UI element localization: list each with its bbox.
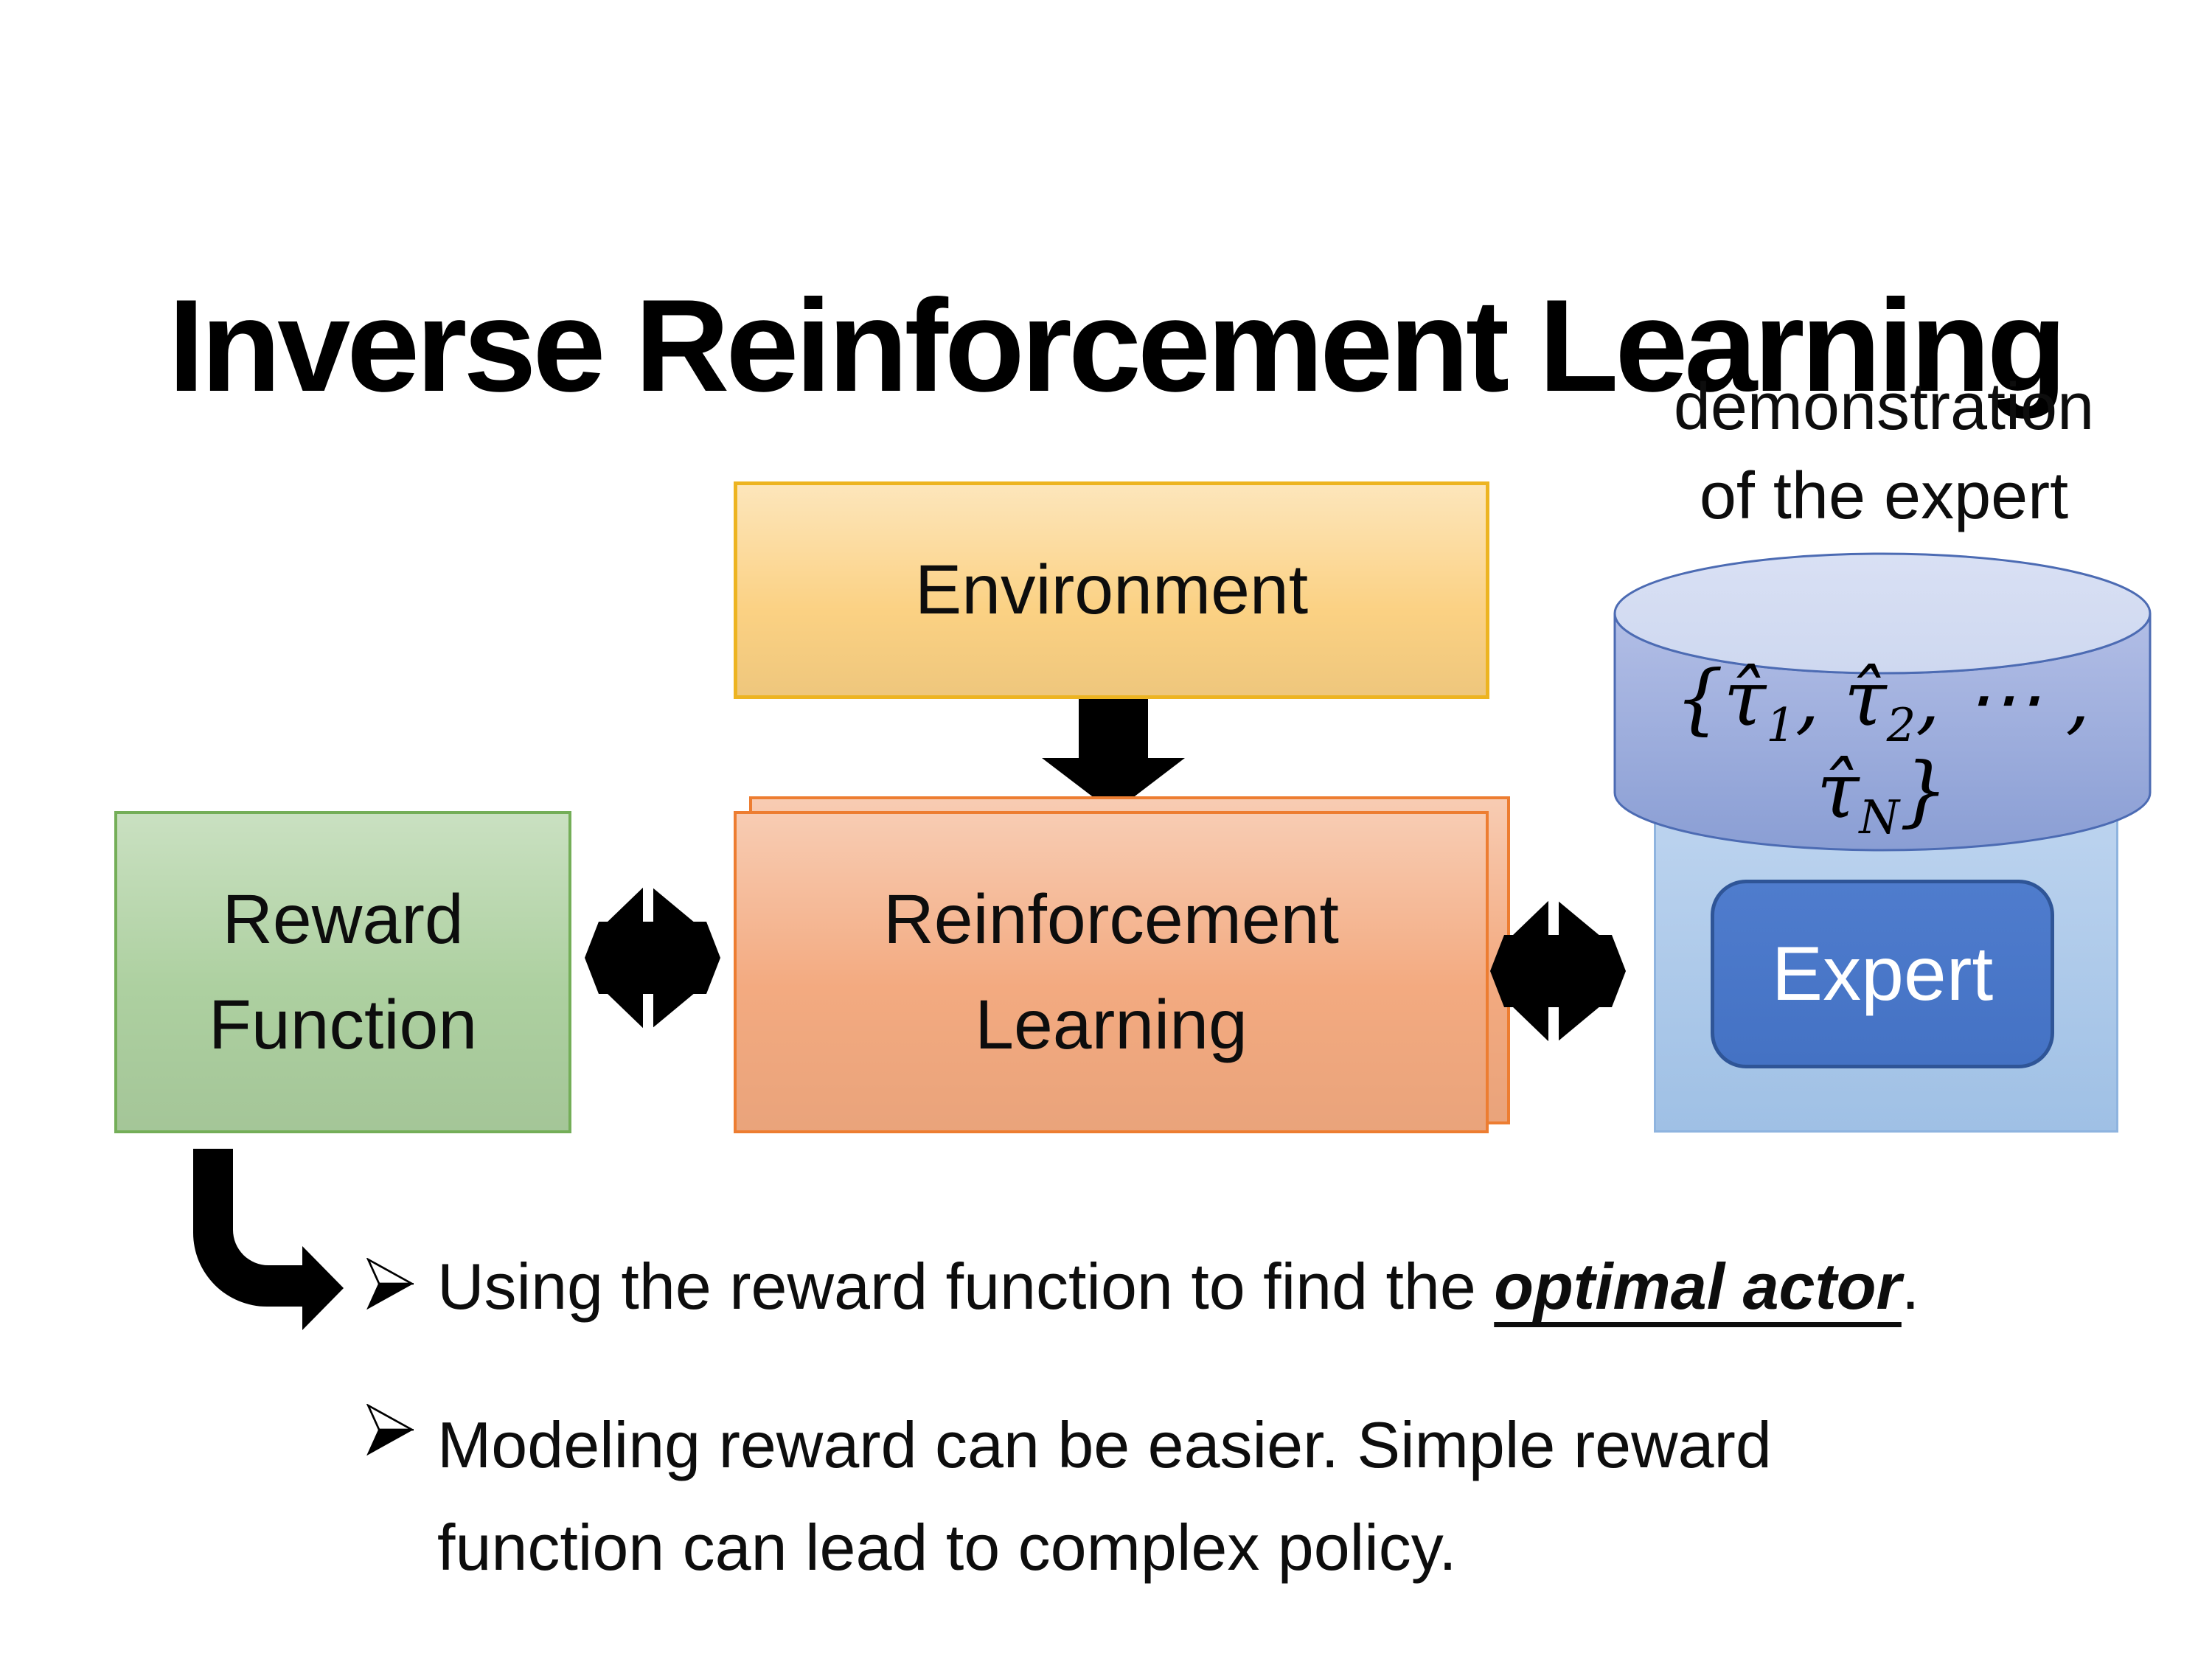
bullet-item-2: Modeling reward can be easier. Simple re… <box>366 1394 2151 1599</box>
demonstration-label-line2: of the expert <box>1699 459 2069 533</box>
bullet-2-line1: Modeling reward can be easier. Simple re… <box>437 1408 1772 1481</box>
formula-tauN: τ̂ <box>1816 745 1860 835</box>
bent-arrow-icon <box>193 1149 344 1330</box>
reward-function-box: Reward Function <box>114 811 571 1133</box>
reward-label-line1: Reward <box>222 880 464 959</box>
bullet-2-line2: function can lead to complex policy. <box>437 1510 1457 1584</box>
formula-sub2: 2 <box>1886 698 1916 752</box>
formula-tau2: τ̂ <box>1844 653 1887 743</box>
reinforcement-learning-label: Reinforcement Learning <box>883 867 1339 1077</box>
formula-close-brace: } <box>1899 745 1949 835</box>
bullet-item-1: Using the reward function to find the op… <box>366 1248 2151 1326</box>
reward-label-line2: Function <box>208 985 478 1064</box>
bullet-1-text: Using the reward function to find the op… <box>437 1248 1919 1326</box>
reward-function-label: Reward Function <box>209 867 477 1077</box>
slide-title: Inverse Reinforcement Learning <box>168 272 2067 420</box>
formula-subN: N <box>1859 790 1899 844</box>
expert-box: Expert <box>1711 880 2054 1068</box>
formula-dots: , ⋯ , <box>1916 653 2090 743</box>
formula-tau1: τ̂ <box>1723 653 1767 743</box>
formula-open-brace: { <box>1674 653 1724 743</box>
environment-label: Environment <box>914 551 1309 630</box>
formula-sub1: 1 <box>1766 698 1795 752</box>
bullet-list: Using the reward function to find the op… <box>366 1248 2151 1599</box>
bullet-1-emphasis: optimal actor <box>1494 1250 1902 1323</box>
demonstration-label-line1: demonstration <box>1673 370 2095 444</box>
exchange-arrow-left-icon <box>585 880 720 1036</box>
demonstration-database-cylinder <box>1613 552 2152 852</box>
reinforcement-learning-box: Reinforcement Learning <box>734 811 1489 1133</box>
formula-comma1: , <box>1795 653 1845 743</box>
down-arrow-icon <box>1042 699 1185 813</box>
arrowhead-bullet-icon <box>366 1258 414 1310</box>
expert-label: Expert <box>1771 931 1994 1017</box>
exchange-arrow-right-icon <box>1490 893 1626 1049</box>
environment-box: Environment <box>734 481 1489 699</box>
rl-label-line1: Reinforcement <box>883 880 1339 959</box>
trajectory-set-formula: {τ̂1, τ̂2, ⋯ , τ̂N} <box>1613 653 2152 840</box>
arrowhead-bullet-icon <box>366 1403 414 1455</box>
rl-label-line2: Learning <box>975 985 1248 1064</box>
bullet-2-text: Modeling reward can be easier. Simple re… <box>437 1394 1772 1599</box>
bullet-1-post: . <box>1901 1250 1920 1323</box>
bullet-1-pre: Using the reward function to find the <box>437 1250 1495 1323</box>
demonstration-label: demonstration of the expert <box>1585 363 2183 540</box>
